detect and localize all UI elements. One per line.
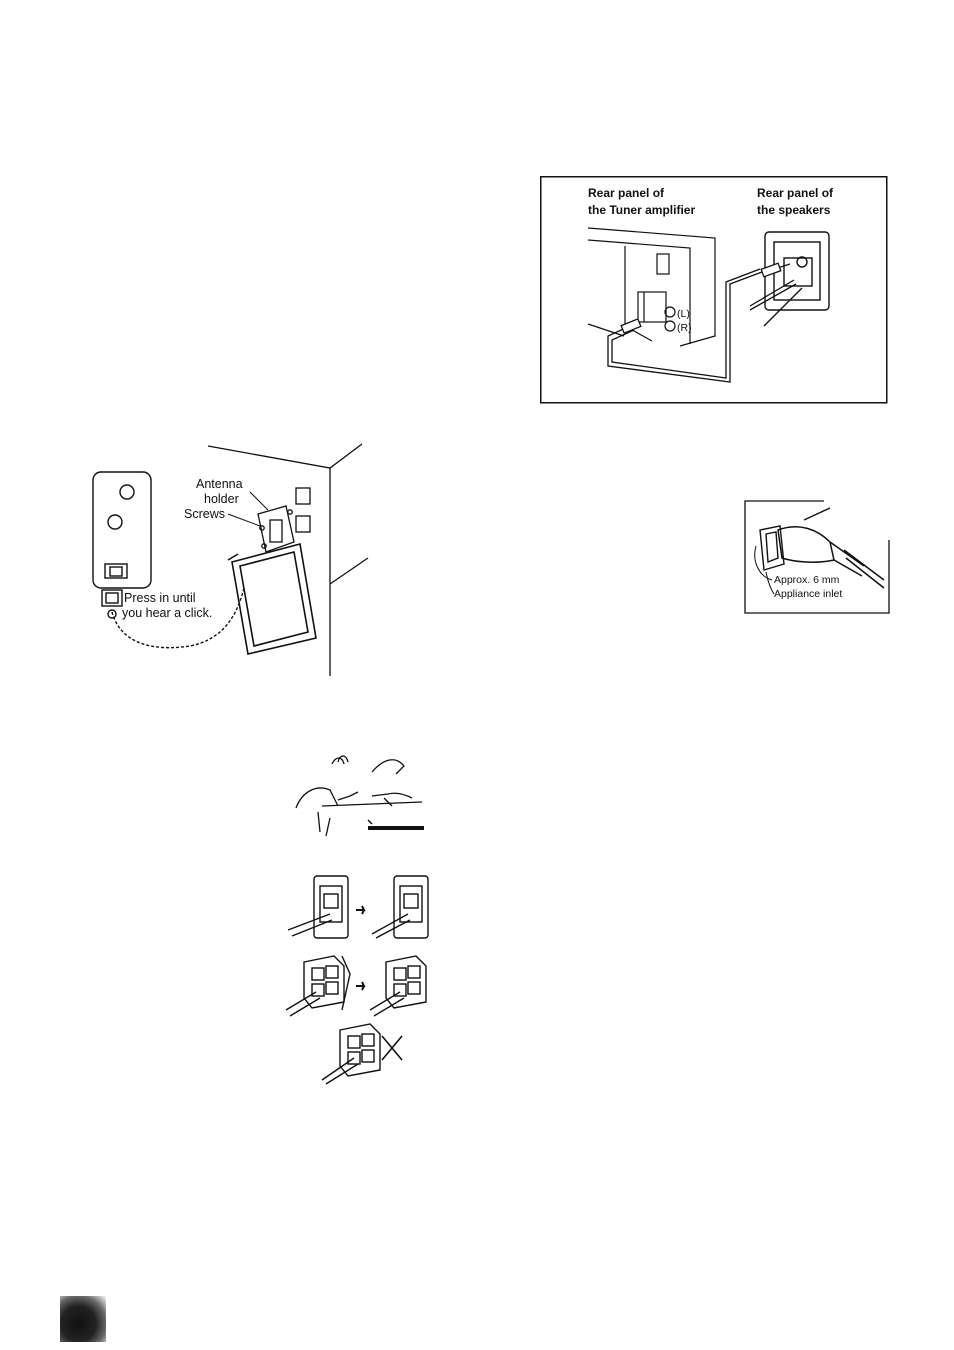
block-terminal-after <box>370 956 426 1016</box>
terminal-plate-before <box>288 876 348 938</box>
tuner-panel-label-line2: the Tuner amplifier <box>588 203 695 217</box>
jack-L-label: (L) <box>677 308 690 320</box>
press-label-line1: Press in until <box>124 591 196 605</box>
press-label-line2: you hear a click. <box>122 606 212 620</box>
power-plug-figure: Approx. 6 mm Appliance inlet <box>744 500 890 614</box>
terminal-plate-after <box>372 876 428 938</box>
block-terminal-wrong <box>322 1024 380 1084</box>
speaker-panel-label-line1: Rear panel of <box>757 186 834 200</box>
antenna-holder-bracket <box>258 506 294 552</box>
appliance-inlet-label: Appliance inlet <box>774 588 842 600</box>
terminal-connection-steps <box>282 870 438 1084</box>
wire-stripping-figure <box>292 752 426 844</box>
loop-antenna-base <box>93 472 151 588</box>
jack-R-label: (R) <box>677 322 692 334</box>
arrow-right-icon <box>356 982 364 990</box>
antenna-label-line2: holder <box>204 492 239 506</box>
screws-label: Screws <box>184 507 225 521</box>
block-terminal-before <box>286 956 350 1016</box>
antenna-label-line1: Antenna <box>196 477 243 491</box>
antenna-holder-figure: Antenna holder Screws Press in until you… <box>90 442 380 682</box>
tuner-panel-label-line1: Rear panel of <box>588 186 665 200</box>
speaker-connection-figure: Rear panel of the Tuner amplifier Rear p… <box>540 176 888 404</box>
arrow-right-icon <box>356 906 364 914</box>
speaker-panel-label-line2: the speakers <box>757 203 831 217</box>
scan-corner-mark <box>60 1296 106 1342</box>
stripped-wire <box>368 826 424 830</box>
cross-mark-icon <box>382 1036 402 1060</box>
approx-6mm-label: Approx. 6 mm <box>774 574 840 586</box>
